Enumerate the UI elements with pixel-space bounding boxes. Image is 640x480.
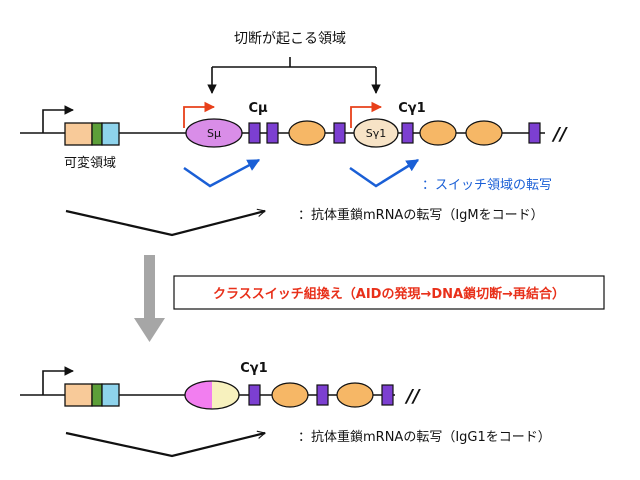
- continuation-mark-top: //: [551, 124, 568, 145]
- switch-transcript-mu: [183, 158, 261, 188]
- c-mu-label: Cμ: [248, 101, 268, 116]
- bottom-gene: Cγ1 //: [20, 361, 421, 410]
- v-segment: [64, 122, 93, 146]
- exon: [248, 122, 261, 144]
- exon: [316, 384, 329, 406]
- j-segment: [101, 383, 120, 407]
- switch-transcription-arrows: [183, 158, 420, 188]
- s-gamma1-half: [212, 381, 239, 409]
- hybrid-switch-outline: [184, 380, 240, 410]
- s-gamma1-switch-region: [353, 118, 399, 148]
- top-gene: 可変領域 Sμ Cμ Sγ1 Cγ1 //: [20, 101, 568, 171]
- cleavage-bracket: [207, 57, 381, 94]
- process-arrow: [134, 255, 165, 342]
- hybrid-switch-region: [184, 380, 240, 410]
- continuation-mark-bottom: //: [404, 386, 421, 407]
- promoter-arrow-bottom: [42, 366, 74, 395]
- exon: [401, 122, 414, 144]
- class-switch-label: クラススイッチ組換え（AIDの発現→DNA鎖切断→再結合）: [213, 286, 565, 302]
- igm-mrna-arrow: [65, 211, 265, 237]
- switch-transcription-label: ：スイッチ領域の転写: [422, 177, 552, 193]
- exon: [381, 384, 394, 406]
- igg1-transcription-label: ：抗体重鎖mRNAの転写（IgG1をコード）: [298, 429, 551, 445]
- intron-oval: [271, 382, 309, 408]
- c-gamma1-label-bottom: Cγ1: [240, 361, 267, 376]
- d-segment: [91, 383, 103, 407]
- s-mu-label: Sμ: [207, 127, 221, 140]
- switch-promoter-arrow-gamma1: [350, 101, 383, 128]
- v-segment: [64, 383, 93, 407]
- intron-oval: [336, 382, 374, 408]
- s-mu-half: [185, 381, 212, 409]
- variable-region-top: [64, 122, 120, 146]
- variable-region-bottom: [64, 383, 120, 407]
- igm-transcription-label: ：抗体重鎖mRNAの転写（IgMをコード）: [298, 207, 544, 223]
- exon: [248, 384, 261, 406]
- process-arrow-head: [134, 318, 165, 342]
- intron-oval: [288, 120, 326, 146]
- j-segment: [101, 122, 120, 146]
- cleavage-region-title: 切断が起こる領域: [234, 30, 346, 47]
- c-mu-gene: [248, 120, 346, 146]
- intron-oval: [419, 120, 457, 146]
- process-arrow-shaft: [144, 255, 155, 319]
- d-segment: [91, 122, 103, 146]
- c-gamma1-label-top: Cγ1: [398, 101, 425, 116]
- exon: [528, 122, 541, 144]
- c-gamma1-gene-top: [401, 120, 541, 146]
- class-switch-box: [173, 275, 605, 310]
- s-mu-switch-region: [185, 118, 243, 148]
- igg1-mrna-arrow: [65, 433, 265, 458]
- switch-promoter-arrow-mu: [183, 101, 216, 128]
- switch-transcript-gamma1: [349, 158, 420, 188]
- exon: [333, 122, 346, 144]
- exon: [266, 122, 279, 144]
- s-gamma1-label: Sγ1: [366, 127, 387, 140]
- variable-region-label: 可変領域: [64, 155, 116, 171]
- promoter-arrow-top: [42, 105, 74, 133]
- intron-oval: [465, 120, 503, 146]
- c-gamma1-gene-bottom: [248, 382, 394, 408]
